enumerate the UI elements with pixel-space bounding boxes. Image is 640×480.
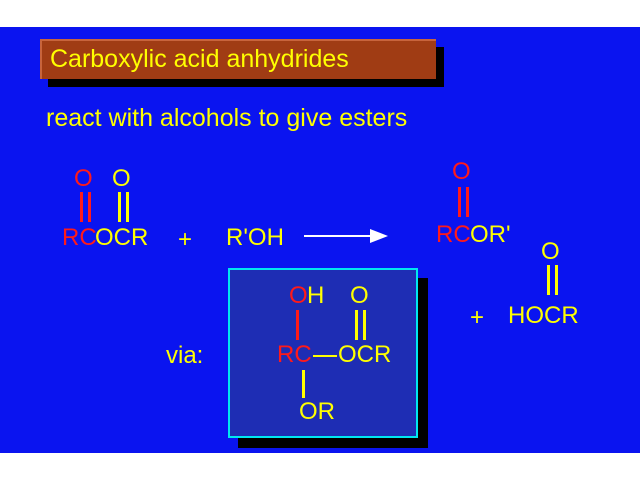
intermediate-double-bond-a [355,310,358,340]
acid-double-bond-b [555,265,558,295]
anhydride-double-bond-1b [88,192,91,222]
intermediate-oh-bond [296,310,299,340]
ester-double-bond-a [458,187,461,217]
intermediate-box [228,268,418,438]
acid-oxygen: O [541,238,560,265]
ester-or: OR' [470,221,511,248]
anhydride-double-bond-2a [118,192,121,222]
ester-oxygen: O [452,158,471,185]
slide-subtitle: react with alcohols to give esters [46,104,408,132]
ester-double-bond-b [466,187,469,217]
intermediate-carbonyl-oxygen: O [350,282,369,309]
intermediate-c-or-bond [302,370,305,398]
anhydride-oxygen-2: O [112,165,131,192]
alcohol: R'OH [226,224,284,251]
acid-double-bond-a [547,265,550,295]
intermediate-ocr: OCR [338,341,392,368]
anhydride-rc: RC [62,224,97,251]
intermediate-or: OR [299,398,335,425]
intermediate-hydroxyl-hydrogen: H [307,282,325,309]
reaction-arrow-icon [304,229,388,243]
intermediate-rc: RC [277,341,312,368]
ester-rc: RC [436,221,471,248]
intermediate-double-bond-b [363,310,366,340]
anhydride-oxygen-1: O [74,165,93,192]
anhydride-ocr: OCR [95,224,149,251]
via-label: via: [166,342,204,369]
plus-sign-1: + [178,226,193,253]
anhydride-double-bond-1a [80,192,83,222]
acid-hocr: HOCR [508,302,579,329]
slide-title: Carboxylic acid anhydrides [50,45,349,73]
plus-sign-2: + [470,304,485,331]
title-box: Carboxylic acid anhydrides [40,39,436,79]
intermediate-hydroxyl-oxygen: O [289,282,308,309]
intermediate-c-o-bond [313,355,337,357]
anhydride-double-bond-2b [126,192,129,222]
